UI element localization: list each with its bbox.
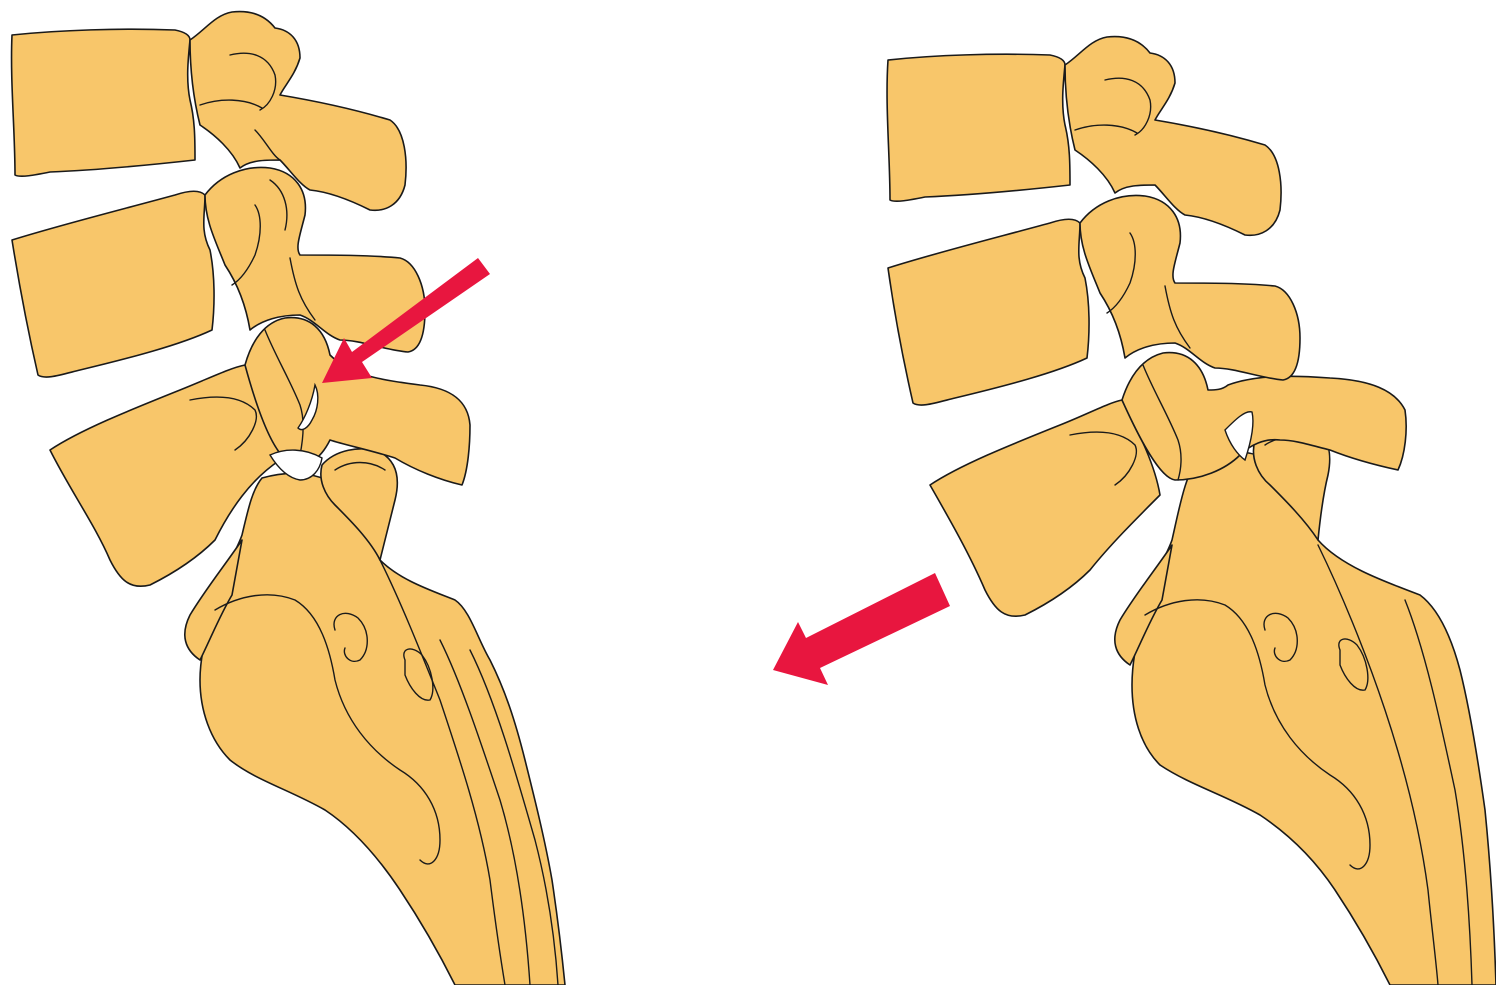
right-spine-panel — [773, 37, 1496, 985]
left-l3-body — [12, 29, 195, 176]
forward-slip-arrow-icon — [773, 573, 950, 685]
left-spine-panel — [12, 12, 565, 985]
right-l5-body — [930, 400, 1160, 616]
left-l4-body — [12, 191, 214, 377]
right-l3-body — [887, 54, 1070, 201]
right-l4-body — [888, 219, 1089, 405]
right-l3-posterior — [1065, 37, 1281, 236]
